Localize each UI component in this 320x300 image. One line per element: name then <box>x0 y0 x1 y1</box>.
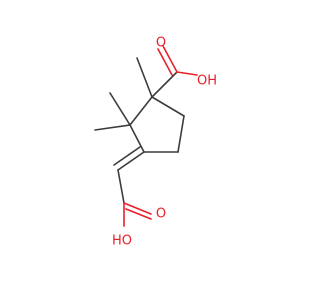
hydroxyl-label-top: OH <box>197 74 217 89</box>
ring-bond-c2-c3 <box>129 124 145 153</box>
ring-bond-c1-c2 <box>129 96 153 126</box>
methyl-bond-c1 <box>136 57 153 98</box>
exocyclic-double-bond-a <box>117 151 145 171</box>
hydroxyl-bond-top <box>176 71 198 76</box>
carboxyl-bond-c1-c <box>151 71 178 98</box>
oxygen-atom-top: O <box>156 36 166 51</box>
methyl-bond-c2-upper <box>109 92 131 126</box>
ring-bond-c4-c5 <box>177 115 185 153</box>
carbonyl-double-bond-bottom-a <box>123 202 152 215</box>
methyl-bond-c2-lower <box>94 124 131 131</box>
carbonyl-double-bond-top-b <box>157 48 173 76</box>
carbonyl-double-bond-bottom-b <box>125 208 152 220</box>
alkene-to-carboxyl-bond <box>117 169 125 204</box>
ring-bond-c5-c1 <box>151 96 185 117</box>
oxygen-atom-bottom: O <box>156 207 166 222</box>
exocyclic-double-bond-b <box>113 146 141 166</box>
molecule-structure: O OH O HO <box>94 36 217 249</box>
carbonyl-double-bond-top-a <box>162 45 178 73</box>
hydroxyl-label-bottom: HO <box>112 234 132 249</box>
